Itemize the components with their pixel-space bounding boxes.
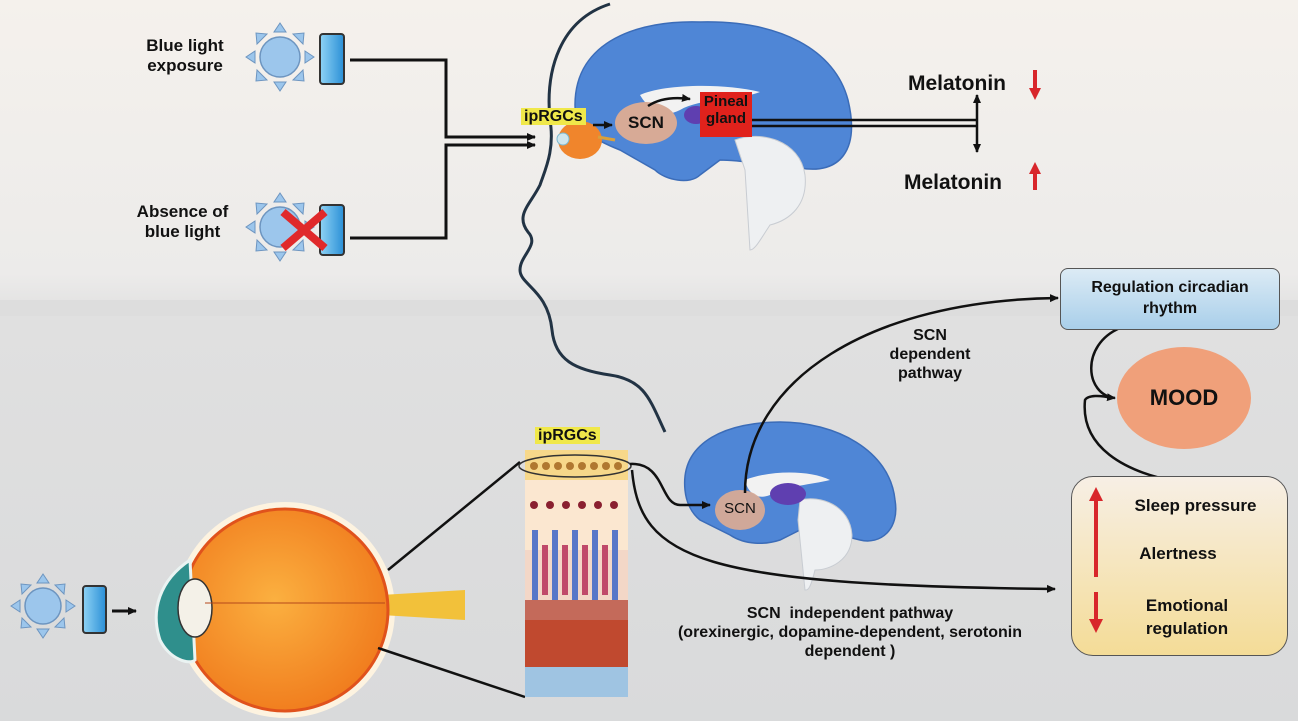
scn-label-bottom: SCN xyxy=(724,500,756,517)
sleep-pressure-label: Sleep pressure xyxy=(1134,496,1257,515)
eye-icon-top xyxy=(556,121,616,159)
retina-layers xyxy=(518,450,632,697)
pineal-gland-box xyxy=(700,92,752,137)
melatonin-decrease-label: Melatonin xyxy=(908,72,1006,95)
smartphone-icon xyxy=(319,204,345,256)
light-input-connector xyxy=(350,58,536,240)
mood-node: MOOD xyxy=(1117,347,1251,449)
mood-effects-box: Sleep pressure Alertness Emotional regul… xyxy=(1071,476,1288,656)
melatonin-up-arrow xyxy=(1029,162,1041,190)
eye-anatomy xyxy=(154,502,465,718)
smartphone-icon xyxy=(82,585,107,634)
sun-icon xyxy=(245,22,315,92)
scn-node-bottom xyxy=(715,490,765,530)
melatonin-down-arrow xyxy=(1029,70,1041,100)
pathway-connectors xyxy=(629,294,1161,593)
retina-callout-line xyxy=(377,646,526,699)
scn-node-top xyxy=(615,102,677,144)
scn-dependent-pathway-label: SCN dependent pathway xyxy=(889,327,971,383)
pineal-gland-label: Pineal gland xyxy=(703,93,749,128)
absence-blue-light-label: Absence of blue light xyxy=(136,202,229,242)
iprgcs-label-top: ipRGCs xyxy=(521,108,586,126)
alertness-label: Alertness xyxy=(1139,544,1217,563)
effects-arrows xyxy=(1089,487,1103,633)
scn-independent-pathway-label: SCN independent pathway (orexinergic, do… xyxy=(677,605,1023,661)
regulation-circadian-rhythm-box: Regulation circadian rhythm xyxy=(1060,268,1280,330)
retina-callout-line xyxy=(387,461,521,571)
pineal-output-connector xyxy=(752,94,981,153)
sun-icon xyxy=(10,573,76,639)
iprgcs-label-bottom: ipRGCs xyxy=(535,427,600,445)
cross-icon xyxy=(280,208,328,252)
scn-label-top: SCN xyxy=(628,113,664,132)
melatonin-increase-label: Melatonin xyxy=(904,171,1002,194)
increase-arrow-icon xyxy=(1089,487,1103,577)
scn-to-pineal-arrow xyxy=(647,93,691,108)
decrease-arrow-icon xyxy=(1089,592,1103,633)
blue-light-exposure-label: Blue light exposure xyxy=(146,36,224,76)
emotional-regulation-label: Emotional regulation xyxy=(1145,596,1229,638)
smartphone-icon xyxy=(319,33,345,85)
